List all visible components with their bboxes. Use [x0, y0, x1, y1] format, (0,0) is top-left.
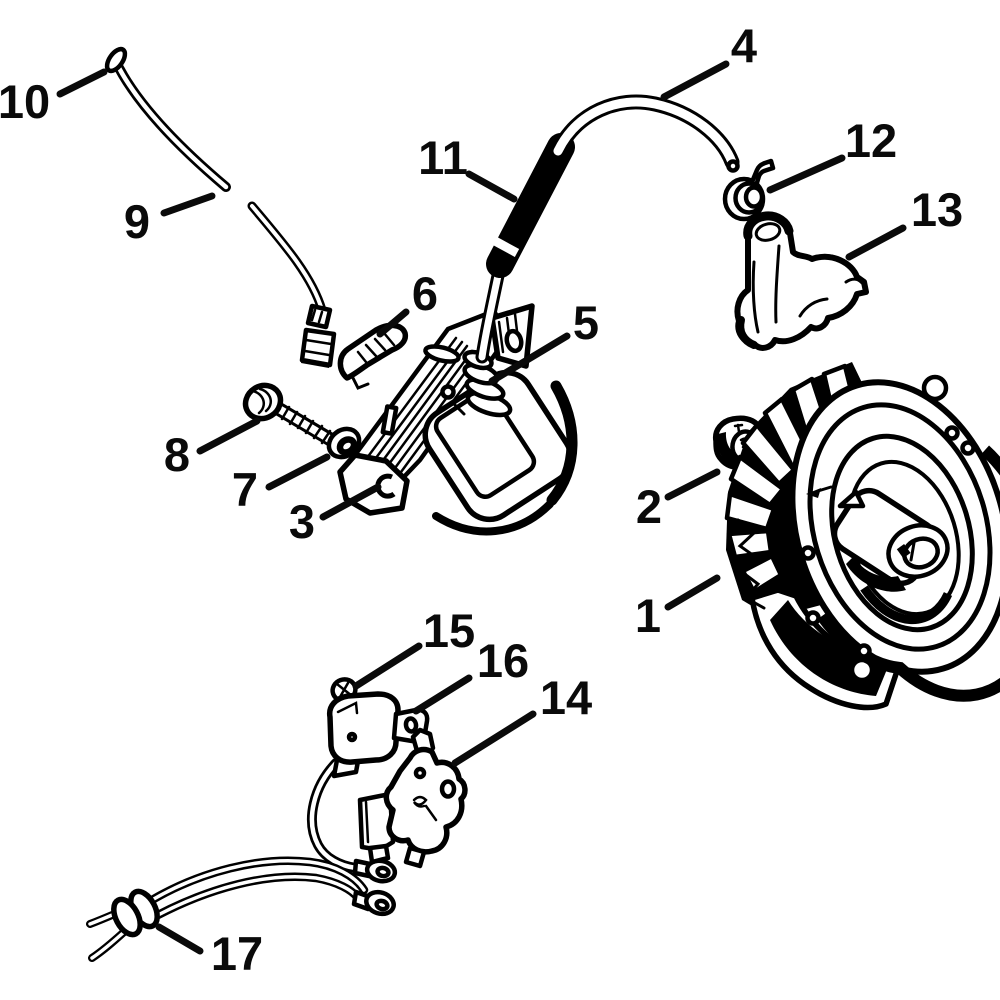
leader-line-collar-nut: [664, 468, 721, 501]
callout-label-contact-breaker: 14: [540, 671, 592, 724]
spark-plug-boot-part: [734, 211, 869, 351]
callout-label-washer: 7: [232, 463, 258, 516]
short-wire-part: [247, 201, 337, 368]
leader-line-short-wire: [160, 192, 216, 217]
wire-grommet-part: [86, 856, 396, 962]
leader-line-ignition-lead: [660, 60, 730, 101]
leader-line-wire-grommet: [155, 923, 204, 955]
screw-part: [242, 382, 340, 448]
leader-line-condenser: [412, 674, 473, 715]
callout-label-screw: 8: [164, 428, 190, 481]
leader-line-ignition-module: [319, 483, 382, 521]
callout-label-long-wire: 10: [0, 75, 50, 128]
callout-label-spring: 12: [845, 114, 897, 167]
leader-line-grommet: [488, 332, 571, 385]
leader-line-flywheel: [664, 574, 721, 611]
flywheel-part: [724, 362, 1000, 711]
callout-label-ignition-lead: 4: [731, 19, 757, 72]
callout-label-grommet: 5: [573, 296, 599, 349]
protective-sleeve-part: [475, 133, 575, 364]
callout-label-short-wire: 9: [124, 195, 150, 248]
callout-label-collar-nut: 2: [636, 480, 662, 533]
leader-line-screw: [196, 417, 261, 455]
callout-label-condenser: 16: [477, 634, 529, 687]
callout-label-breaker-screw: 15: [423, 604, 475, 657]
leader-line-breaker-screw: [352, 642, 423, 690]
callout-label-flywheel: 1: [635, 589, 661, 642]
leader-line-washer: [265, 453, 331, 491]
callout-label-spark-plug-boot: 13: [911, 183, 963, 236]
contact-breaker-part: [357, 727, 468, 869]
leader-line-clamp: [376, 308, 410, 338]
leader-line-spring: [766, 154, 846, 194]
callout-label-ignition-module: 3: [289, 495, 315, 548]
callout-label-wire-grommet: 17: [211, 927, 263, 980]
leader-line-long-wire: [56, 68, 108, 98]
washer-part: [326, 426, 362, 460]
clamp-part: [337, 322, 461, 390]
leader-line-spark-plug-boot: [845, 224, 907, 261]
leader-line-protective-sleeve: [465, 170, 518, 203]
callout-label-protective-sleeve: 11: [418, 131, 468, 184]
callout-label-clamp: 6: [412, 267, 438, 320]
leader-line-contact-breaker: [451, 710, 537, 767]
ignition-lead-part: [550, 94, 740, 173]
spring-part: [722, 158, 776, 222]
long-wire-part: [104, 46, 231, 192]
grommet-part: [462, 349, 513, 418]
